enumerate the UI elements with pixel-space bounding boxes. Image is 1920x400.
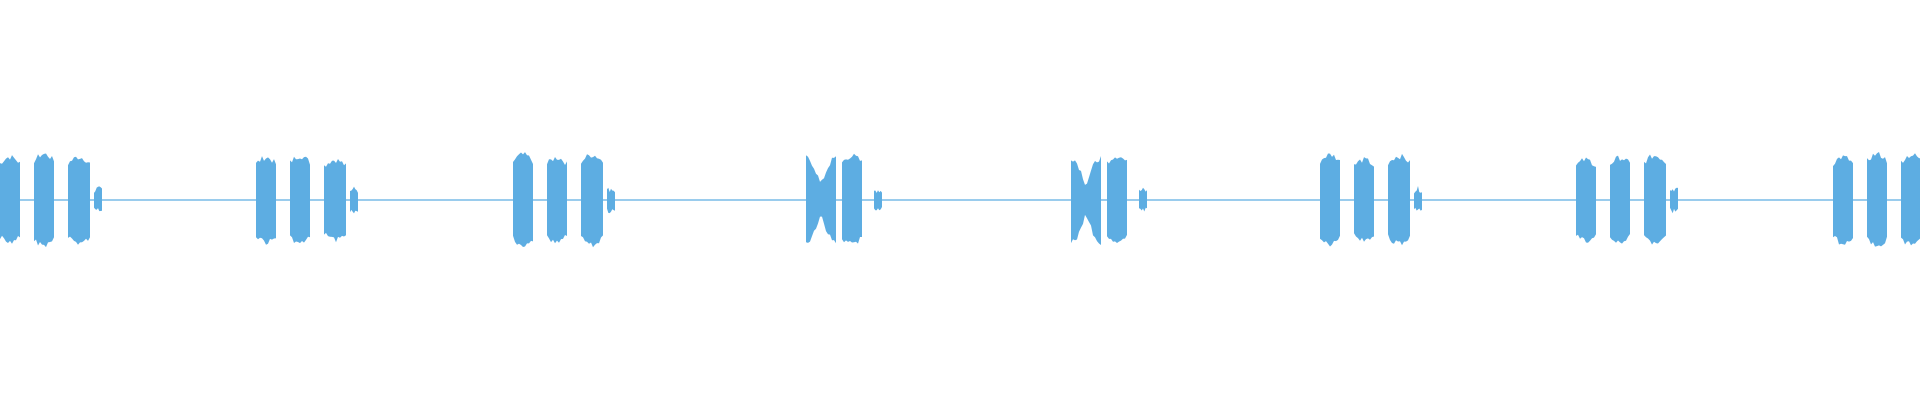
waveform-segment bbox=[607, 187, 615, 214]
waveform-segment bbox=[0, 155, 20, 244]
waveform-segment bbox=[1670, 187, 1678, 214]
waveform-segment bbox=[1610, 155, 1630, 244]
waveform-segment bbox=[1071, 156, 1101, 245]
waveform-bursts bbox=[0, 152, 1920, 248]
waveform-segment bbox=[324, 159, 346, 243]
waveform-segment bbox=[1901, 153, 1920, 246]
waveform-segment bbox=[874, 190, 882, 211]
waveform-segment bbox=[34, 153, 54, 248]
waveform-segment bbox=[1414, 186, 1422, 211]
waveform-segment bbox=[547, 157, 567, 244]
waveform-segment bbox=[1833, 155, 1853, 245]
waveform-segment bbox=[581, 154, 603, 248]
waveform-segment bbox=[94, 186, 102, 212]
waveform-segment bbox=[1388, 153, 1410, 246]
waveform-segment bbox=[290, 156, 310, 244]
waveform-segment bbox=[842, 153, 862, 244]
waveform-segment bbox=[1139, 187, 1147, 212]
waveform-segment bbox=[1867, 152, 1887, 247]
waveform-segment bbox=[806, 155, 836, 244]
waveform-segment bbox=[1320, 153, 1340, 247]
waveform-segment bbox=[1354, 157, 1374, 242]
waveform-segment bbox=[1576, 157, 1596, 243]
waveform-segment bbox=[513, 152, 533, 247]
waveform-segment bbox=[68, 156, 90, 245]
waveform-segment bbox=[1644, 154, 1666, 245]
waveform-segment bbox=[256, 156, 276, 245]
waveform-segment bbox=[350, 186, 358, 214]
waveform-segment bbox=[1107, 157, 1127, 243]
